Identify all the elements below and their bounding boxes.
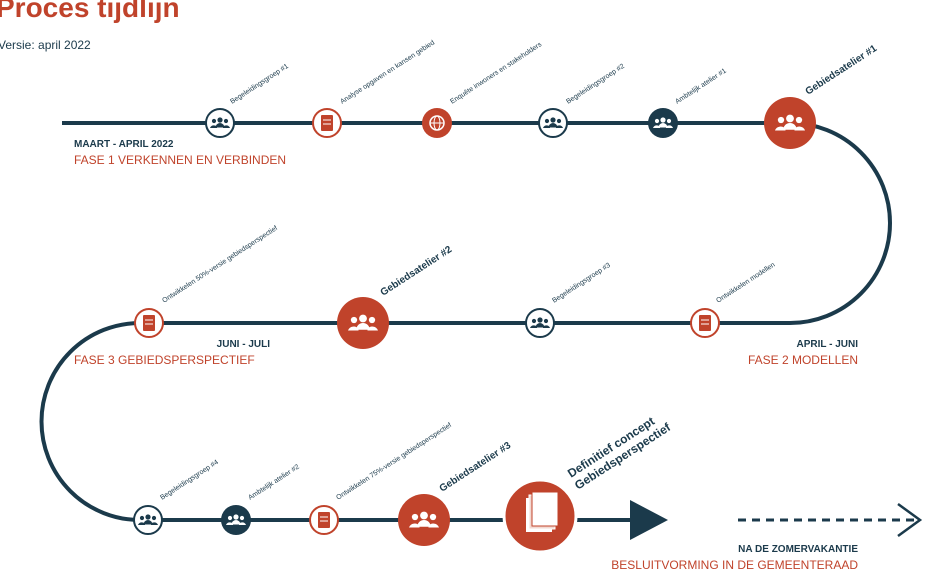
- phase-2-period: APRIL - JUNI: [797, 339, 859, 350]
- phase-3-period: JUNI - JULI: [217, 339, 271, 350]
- milestone-ontwikkelen-modellen: Ontwikkelen modellen: [690, 261, 777, 338]
- phase-4-period: NA DE ZOMERVAKANTIE: [738, 544, 858, 555]
- phase-3-name: FASE 3 GEBIEDSPERSPECTIEF: [74, 353, 255, 367]
- phase-2-name: FASE 2 MODELLEN: [748, 353, 858, 367]
- milestone-label: Analyse opgaven en kansen gebied: [339, 39, 436, 105]
- milestone-label: Ontwikkelen 50%-versie gebiedsperspectie…: [161, 225, 279, 305]
- milestone-label: Ontwikkelen 75%-versie gebiedsperspectie…: [335, 422, 453, 502]
- version-label: Versie: april 2022: [0, 38, 91, 52]
- milestone-label: Ambtelijk atelier #1: [674, 68, 727, 106]
- document-icon: [699, 315, 711, 331]
- milestone-label: Begeleidingsgroep #2: [565, 63, 626, 106]
- document-icon: [143, 315, 155, 331]
- milestone-gebiedsatelier-1: Gebiedsatelier #1: [764, 43, 879, 149]
- milestone-label: Begeleidingsgroep #1: [229, 63, 290, 106]
- milestone-label: Gebiedsatelier #3: [438, 440, 514, 495]
- milestone-label: Begeleidingsgroep #3: [551, 262, 612, 305]
- milestone-begeleidingsgroep-4: Begeleidingsgroep #4: [133, 459, 220, 535]
- milestone-begeleidingsgroep-2: Begeleidingsgroep #2: [538, 63, 626, 138]
- phase-4-name: BESLUITVORMING IN DE GEMEENTERAAD: [611, 558, 858, 572]
- milestone-label: Enquête inwoners en stakeholders: [449, 41, 543, 106]
- milestone-label: Begeleidingsgroep #4: [159, 459, 220, 502]
- timeline-path: [39, 121, 892, 522]
- document-icon: [321, 115, 333, 131]
- milestone-begeleidingsgroep-1: Begeleidingsgroep #1: [205, 63, 290, 138]
- milestone-label: Ambtelijk atelier #2: [247, 464, 300, 502]
- phase-1-name: FASE 1 VERKENNEN EN VERBINDEN: [74, 153, 286, 167]
- milestone-begeleidingsgroep-3: Begeleidingsgroep #3: [525, 262, 612, 338]
- document-icon: [318, 512, 330, 528]
- phase-1-period: MAART - APRIL 2022: [74, 139, 174, 150]
- milestone-ambtelijk-atelier-2: Ambtelijk atelier #2: [221, 464, 301, 535]
- milestone-ontwikkelen-50: Ontwikkelen 50%-versie gebiedsperspectie…: [134, 225, 279, 338]
- milestone-gebiedsatelier-3: Gebiedsatelier #3: [398, 440, 513, 546]
- milestone-gebiedsatelier-2: Gebiedsatelier #2: [337, 244, 454, 349]
- milestone-label: Ontwikkelen modellen: [715, 261, 776, 304]
- document-stack-icon: [526, 491, 559, 532]
- timeline-arrow-head: [630, 500, 668, 540]
- milestone-label: Gebiedsatelier #1: [804, 43, 880, 98]
- milestone-label: Gebiedsatelier #2: [379, 244, 455, 299]
- milestone-ambtelijk-atelier-1: Ambtelijk atelier #1: [648, 68, 728, 138]
- future-arrow-head: [897, 502, 923, 538]
- milestone-definitief-concept: Definitief concept Gebiedsperspectief: [502, 414, 674, 554]
- page-title: Proces tijdlijn: [0, 0, 180, 23]
